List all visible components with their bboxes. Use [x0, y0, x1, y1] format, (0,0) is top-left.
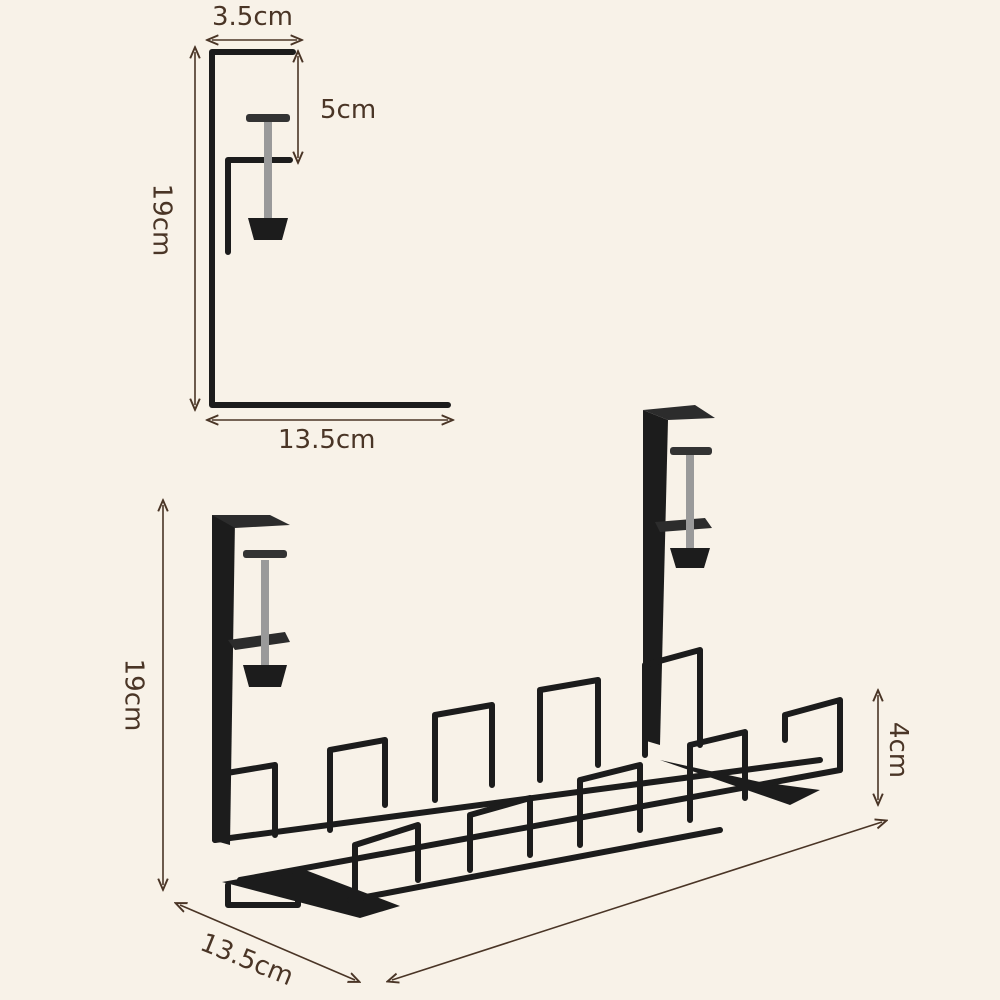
- side-depth-label: 13.5cm: [278, 425, 376, 455]
- perspective-dimension-lines: [163, 505, 882, 980]
- side-height-label: 19cm: [146, 183, 177, 257]
- wire-height-label: 4cm: [883, 721, 914, 779]
- clamp-opening-label: 5cm: [320, 95, 377, 125]
- rack-height-label: 19cm: [118, 658, 149, 732]
- side-view-dimension-lines: [195, 40, 448, 420]
- side-view-bracket: [209, 49, 451, 408]
- clamp-screw-icon: [246, 114, 290, 240]
- top-arm-width-label: 3.5cm: [212, 2, 293, 32]
- cable-tray-rack: [212, 405, 843, 918]
